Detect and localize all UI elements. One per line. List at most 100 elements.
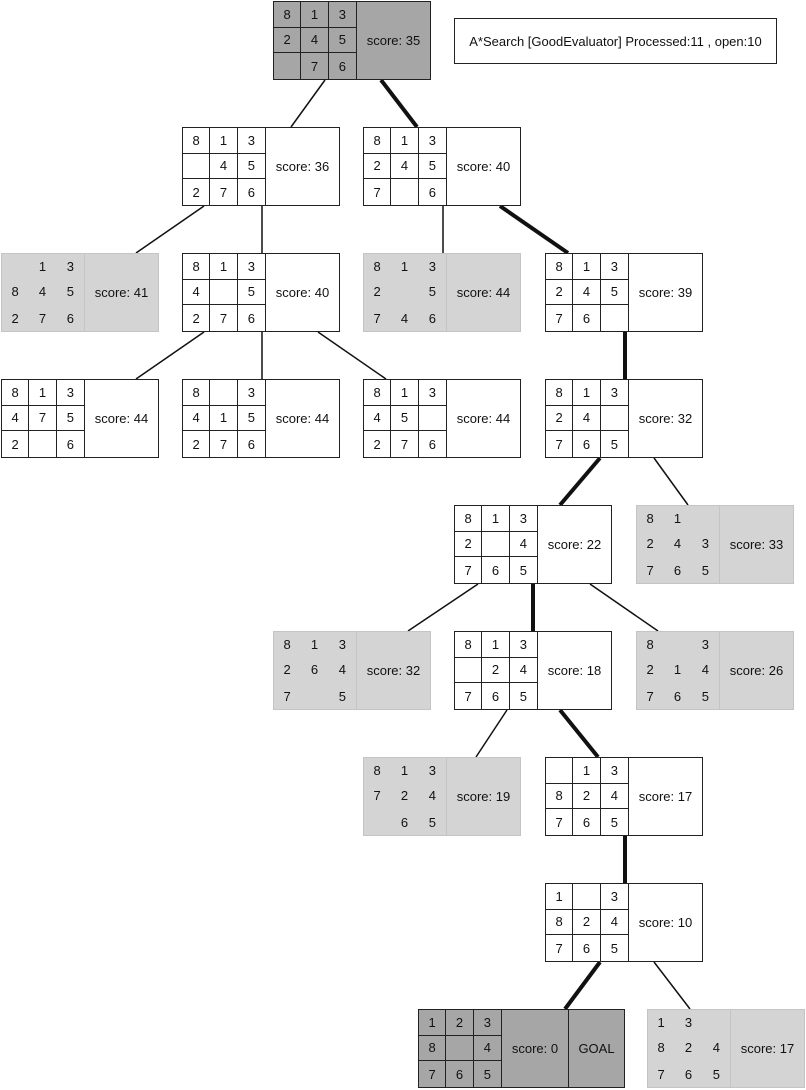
- puzzle-tile: 6: [673, 562, 682, 578]
- puzzle-tile: 5: [66, 284, 74, 300]
- puzzle-tile: 3: [600, 884, 628, 910]
- puzzle-tile: 4: [473, 1036, 501, 1062]
- puzzle-tile: 7: [38, 310, 47, 326]
- score-label: score: 18: [547, 663, 602, 678]
- puzzle-tile: 3: [701, 636, 709, 652]
- puzzle-tile: 6: [428, 310, 436, 326]
- puzzle-tile: 7: [283, 688, 291, 704]
- edge-n40a-n39-solution-path: [498, 204, 570, 255]
- puzzle-tile: 2: [646, 662, 654, 678]
- edge-n40b-n44b: [135, 331, 205, 380]
- empty-tile: [2, 254, 29, 280]
- puzzle-tile: 2: [455, 531, 483, 558]
- score-label: score: 40: [456, 159, 511, 174]
- empty-tile: [274, 53, 302, 79]
- score-label: score: 22: [547, 537, 602, 552]
- puzzle-tile: 8: [283, 636, 291, 652]
- puzzle-tile: 6: [247, 184, 255, 200]
- puzzle-tile: 1: [210, 254, 238, 280]
- empty-tile: [600, 406, 628, 432]
- puzzle-tile: 6: [247, 436, 255, 452]
- puzzle-tile: 2: [684, 1040, 693, 1056]
- empty-tile: [301, 683, 328, 709]
- puzzle-tile: 8: [646, 636, 654, 652]
- score-label: score: 41: [94, 285, 149, 300]
- puzzle-tile: 1: [391, 128, 419, 154]
- edge-n18-n17a-solution-path: [558, 708, 600, 759]
- puzzle-tile: 4: [701, 662, 709, 678]
- puzzle-tile: 6: [428, 184, 436, 200]
- puzzle-tile: 8: [419, 1035, 447, 1062]
- puzzle-tile: 7: [373, 310, 381, 326]
- puzzle-tile: 4: [428, 788, 436, 804]
- puzzle-tile: 2: [446, 1010, 474, 1036]
- puzzle-tile: 2: [364, 153, 392, 180]
- puzzle-tile: 7: [210, 431, 238, 457]
- score-label: score: 33: [729, 537, 784, 552]
- score-label: score: 10: [638, 915, 693, 930]
- puzzle-tile: 2: [11, 310, 19, 326]
- puzzle-tile: 5: [483, 1066, 491, 1082]
- puzzle-tile: 1: [673, 510, 682, 526]
- puzzle-tile: 4: [400, 310, 409, 326]
- puzzle-tile: 1: [546, 884, 574, 910]
- puzzle-tile: 4: [38, 284, 47, 300]
- puzzle-tile: 5: [610, 436, 618, 452]
- puzzle-tile: 1: [400, 258, 409, 274]
- puzzle-tile: 4: [712, 1040, 720, 1056]
- puzzle-tile: 1: [210, 128, 238, 154]
- puzzle-tile: 7: [455, 683, 483, 709]
- puzzle-tile: 7: [455, 557, 483, 583]
- puzzle-tile: 8: [183, 380, 211, 406]
- edge-n18-n19: [475, 709, 508, 758]
- puzzle-tile: 3: [428, 762, 436, 778]
- puzzle-tile: 8: [183, 254, 211, 280]
- puzzle-tile: 7: [29, 405, 57, 432]
- score-label: score: 44: [275, 411, 330, 426]
- edge-n22-n26: [589, 583, 659, 632]
- empty-tile: [391, 280, 418, 306]
- puzzle-tile: 6: [673, 688, 682, 704]
- puzzle-tile: 5: [338, 688, 346, 704]
- puzzle-tile: 7: [419, 1061, 447, 1087]
- empty-tile: [29, 431, 57, 457]
- puzzle-tile: 7: [391, 431, 419, 457]
- puzzle-tile: 5: [701, 688, 709, 704]
- puzzle-tile: 5: [328, 28, 356, 54]
- puzzle-tile: 3: [701, 536, 709, 552]
- puzzle-tile: 8: [373, 258, 381, 274]
- puzzle-tile: 3: [509, 506, 537, 532]
- edge-n36-n41: [135, 205, 205, 254]
- puzzle-tile: 4: [183, 405, 211, 432]
- puzzle-tile: 8: [657, 1040, 665, 1056]
- puzzle-tile: 2: [573, 783, 601, 810]
- puzzle-tile: 2: [573, 909, 601, 936]
- puzzle-tile: 1: [482, 506, 510, 532]
- puzzle-tile: 8: [546, 783, 574, 810]
- puzzle-tile: 1: [400, 762, 409, 778]
- puzzle-tile: 3: [237, 128, 265, 154]
- empty-tile: [391, 179, 419, 205]
- puzzle-tile: 8: [364, 380, 392, 406]
- score-label: score: 44: [456, 285, 511, 300]
- puzzle-tile: 7: [646, 688, 654, 704]
- edge-n32a-n22-solution-path: [558, 456, 602, 507]
- empty-tile: [418, 406, 446, 432]
- puzzle-tile: 4: [573, 405, 601, 432]
- puzzle-tile: 7: [546, 935, 574, 961]
- puzzle-tile: 5: [610, 814, 618, 830]
